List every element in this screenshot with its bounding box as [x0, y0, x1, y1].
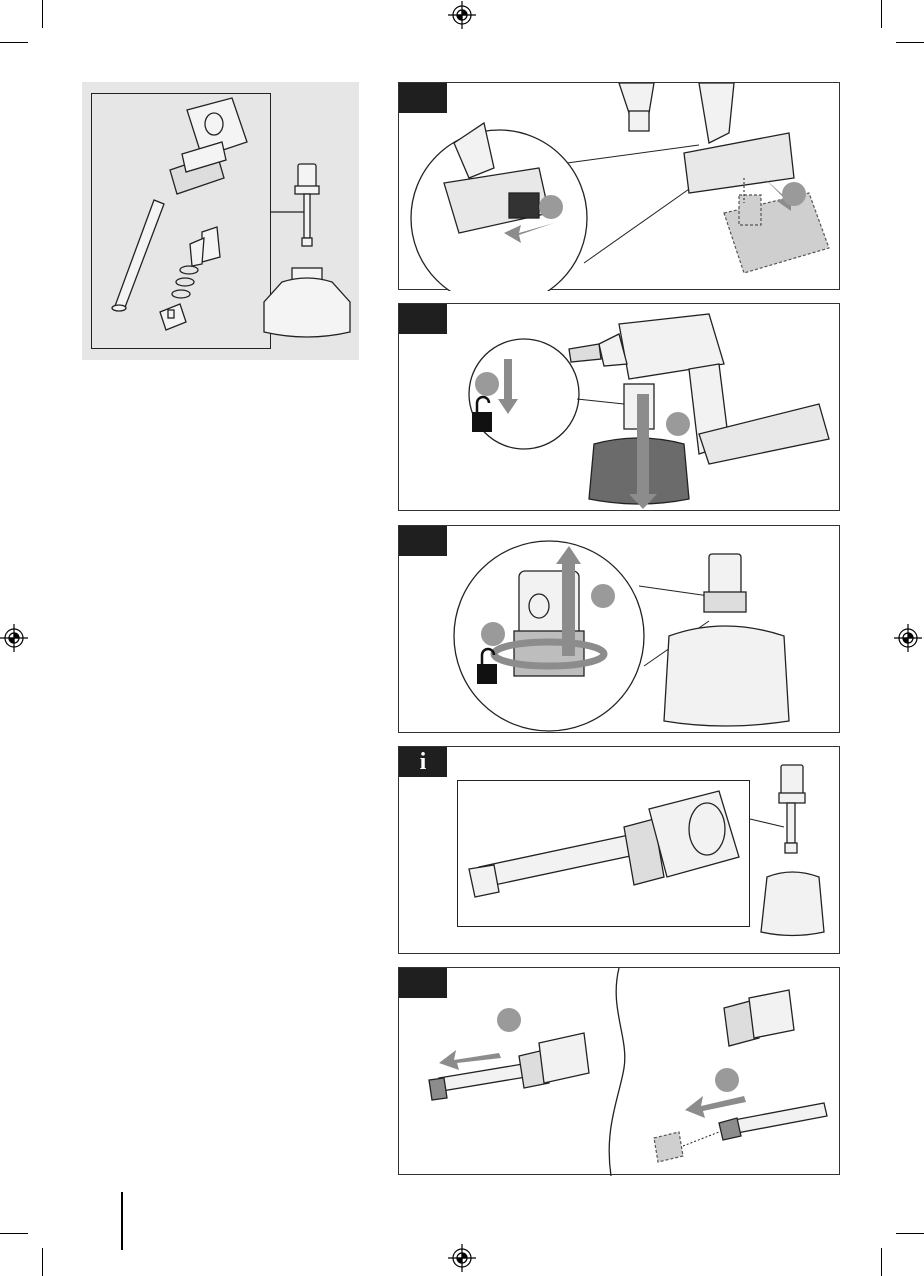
tube-with-connector-icon	[469, 791, 739, 897]
step-panel-battery-removal	[398, 82, 840, 290]
step-panel-disassemble-tube	[398, 967, 840, 1175]
step-callout-b	[481, 622, 505, 646]
step-callout-b	[715, 1068, 739, 1092]
registration-target-icon	[0, 624, 28, 652]
parts-overview	[82, 82, 359, 360]
quick-connector-icon	[170, 98, 247, 194]
step-callout-a	[591, 584, 615, 608]
connector-icon	[724, 990, 794, 1046]
info-panel: i	[398, 746, 840, 954]
nozzle-icon	[190, 227, 220, 266]
drill-tool-icon	[619, 83, 794, 193]
registration-target-icon	[894, 624, 922, 652]
step-panel-attach-bottle	[398, 303, 840, 511]
tube-and-filter-icon	[719, 1103, 827, 1140]
tube-connector-drawing	[399, 747, 841, 955]
registration-target-icon	[448, 1, 476, 29]
step-callout-a	[539, 195, 563, 219]
step-callout-b	[782, 182, 806, 206]
bottle-with-connector-icon	[664, 554, 789, 726]
o-ring-icon	[172, 266, 198, 298]
attach-bottle-drawing	[399, 304, 841, 512]
bottle-with-tube-icon	[761, 765, 824, 936]
suction-tube-icon	[112, 200, 164, 311]
step-callout-a	[497, 1008, 521, 1032]
exploded-parts-drawing	[82, 82, 359, 360]
remove-connector-drawing	[399, 526, 841, 734]
battery-ghost-icon	[724, 193, 829, 273]
step-callout-b	[666, 412, 690, 436]
battery-removal-drawing	[399, 83, 841, 291]
bottle-with-tube-icon	[264, 164, 350, 337]
filter-ghost-icon	[654, 1132, 683, 1162]
registration-target-icon	[448, 1244, 476, 1272]
step-panel-remove-connector	[398, 525, 840, 733]
disassemble-tube-drawing	[399, 968, 841, 1176]
step-callout-a	[475, 372, 499, 396]
filter-cap-icon	[160, 304, 186, 330]
